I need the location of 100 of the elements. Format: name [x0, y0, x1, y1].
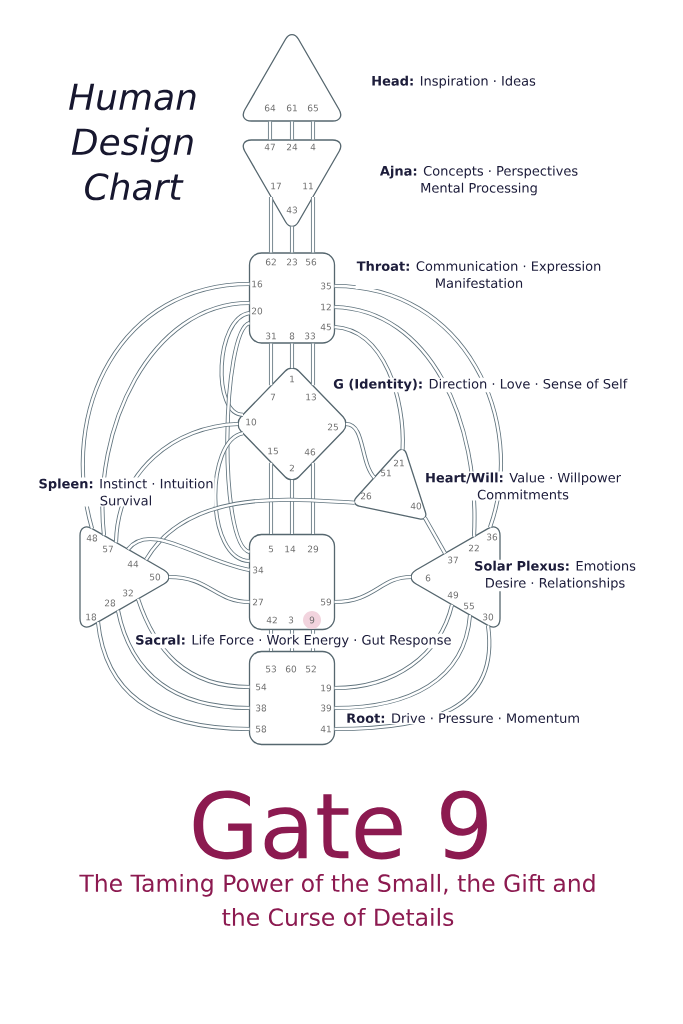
gate-number: 52: [305, 665, 316, 673]
gate-number: 42: [266, 616, 277, 624]
gate-number: 27: [252, 598, 263, 606]
gate-number: 56: [305, 258, 317, 266]
channel-line: [267, 121, 273, 140]
gate-number: 24: [286, 143, 298, 151]
gate-number: 18: [86, 613, 97, 621]
gate-number: 38: [255, 704, 267, 712]
gate-number: 29: [307, 545, 319, 553]
gate-number: 65: [307, 104, 318, 112]
channel-line: [225, 321, 251, 554]
gate-number: 7: [270, 393, 276, 401]
gate-number: 33: [304, 332, 315, 340]
gate-number: 37: [447, 556, 458, 564]
center-triangle: [353, 448, 427, 520]
gate-number: 19: [321, 684, 332, 692]
channel-line: [289, 480, 295, 534]
gate-number: 35: [320, 282, 331, 290]
center-label: Sacral: Life Force · Work Energy · Gut Response: [134, 633, 453, 649]
channel-line: [268, 197, 274, 253]
gate-number: 28: [104, 599, 116, 607]
channel-line: [268, 343, 274, 386]
center-square: [248, 252, 336, 344]
gate-number: 60: [285, 665, 297, 673]
channel-line: [289, 121, 295, 140]
gate-number: 53: [265, 665, 276, 673]
channel-line: [268, 462, 274, 534]
channel-line: [144, 497, 355, 561]
channel-line: [310, 462, 316, 534]
gate-number: 34: [252, 566, 264, 574]
channel-line: [423, 516, 447, 555]
center-label: Root: Drive · Pressure · Momentum: [345, 712, 582, 725]
gate-number: 39: [320, 704, 332, 712]
gate-number: 14: [285, 545, 296, 553]
gate-number: 41: [320, 725, 331, 733]
gate-number: 46: [304, 448, 316, 456]
channel-line: [334, 604, 454, 691]
channel-line: [219, 311, 251, 417]
center-square: [248, 533, 336, 631]
channel-line: [334, 614, 473, 711]
gate-number: 9: [309, 616, 315, 624]
gate-number: 40: [410, 502, 422, 510]
channel-line: [310, 343, 316, 386]
center-label: Heart/Will: Value · Willpower Commitments: [424, 471, 622, 501]
gate-number: 17: [271, 182, 281, 190]
gate-number: 21: [393, 459, 404, 467]
gate-number: 62: [265, 258, 276, 266]
channel-line: [95, 621, 250, 732]
center-triangle: [242, 139, 342, 228]
subtitle: The Taming Power of the Small, the Gift and the Curse of Details: [79, 873, 595, 927]
gate-number: 64: [264, 104, 276, 112]
gate-number: 45: [320, 323, 331, 331]
gate-number: 23: [286, 258, 297, 266]
channel-line: [310, 121, 316, 140]
center-square: [248, 650, 336, 746]
channel-line: [213, 431, 250, 563]
gate-number: 3: [288, 616, 294, 624]
gate-number: 51: [380, 469, 391, 477]
gate-number: 13: [306, 393, 316, 401]
gate-number: 4: [310, 143, 316, 151]
heading: Gate 9: [193, 790, 487, 860]
gate-number: 15: [268, 447, 278, 455]
gate-number: 5: [268, 545, 274, 553]
gate-number: 10: [246, 418, 257, 426]
gate-number: 8: [289, 332, 295, 340]
gate-number: 43: [286, 206, 297, 214]
gate-number: 54: [255, 683, 267, 691]
channel-line: [80, 281, 250, 529]
center-label: Ajna: Concepts · Perspectives Mental Processing: [378, 164, 580, 197]
gate-number: 30: [482, 613, 494, 621]
gate-number: 36: [486, 533, 498, 541]
center-label: Head: Inspiration · Ideas: [370, 74, 537, 90]
channel-line: [345, 422, 376, 479]
gate-number: 2: [289, 464, 294, 472]
gate-number: 16: [252, 280, 263, 288]
channel-line: [136, 598, 250, 690]
channel-line: [168, 574, 250, 605]
gate-number: 57: [102, 545, 113, 553]
channel-line: [126, 537, 250, 572]
gate-number: 20: [251, 307, 263, 315]
channel-line: [334, 304, 477, 537]
center-label: Solar Plexus: Emotions Desire · Relationships: [473, 559, 637, 592]
center-label: Throat: Communication · Expression Manifestation: [355, 259, 603, 290]
channel-line: [334, 574, 412, 605]
channel-line: [310, 197, 316, 253]
gate-number: 22: [468, 544, 479, 552]
gate-number: 12: [321, 303, 331, 311]
title: Human Design Chart: [69, 83, 196, 201]
channel-line: [334, 283, 503, 528]
gate-number: 44: [127, 560, 139, 568]
gate-number: 6: [425, 574, 431, 582]
center-triangle: [79, 526, 170, 628]
center-label: Spleen: Instinct · Intuition Survival: [37, 477, 215, 507]
gate-number: 61: [286, 104, 297, 112]
gate-number: 48: [86, 534, 98, 542]
gate-number: 32: [122, 589, 133, 597]
channel-line: [334, 325, 405, 450]
gate-number: 31: [265, 332, 276, 340]
channel-line: [116, 610, 250, 711]
center-label: G (Identity): Direction · Love · Sense of Self: [332, 377, 629, 393]
